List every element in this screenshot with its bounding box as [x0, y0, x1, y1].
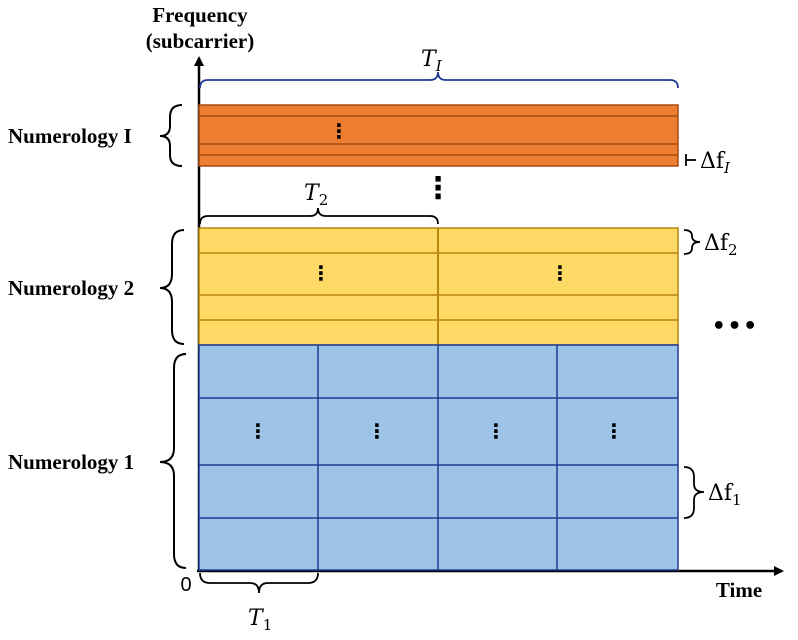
numerology-i-block: ⋮	[198, 104, 679, 167]
numerology-2-block: ⋮ ⋮	[198, 227, 679, 346]
numerology-1-vdots: ⋮	[367, 419, 387, 443]
more-numerologies-hdots: • • •	[712, 314, 755, 339]
t-1-brace	[199, 572, 319, 594]
y-axis-title-line2: (subcarrier)	[146, 29, 254, 53]
numerology-1-block: ⋮ ⋮ ⋮ ⋮	[198, 344, 679, 571]
delta-f-1-label: Δf1	[708, 481, 742, 509]
t-i-label: TI	[421, 47, 443, 75]
delta-f-1-brace	[683, 466, 705, 519]
delta-f-2-label: Δf2	[704, 231, 738, 259]
numerology-i-fill	[198, 104, 679, 167]
delta-f-i-label: ΔfI	[700, 149, 731, 177]
numerology-1-brace	[159, 353, 187, 569]
numerology-i-brace	[159, 104, 183, 167]
t-2-brace	[199, 207, 439, 225]
numerology-i-label: Numerology I	[8, 124, 132, 148]
x-axis-title: Time	[716, 578, 762, 602]
numerology-1-vdots: ⋮	[604, 419, 624, 443]
t-2-label: T2	[304, 181, 328, 209]
numerology-2-brace	[159, 229, 185, 345]
numerology-1-vdots: ⋮	[248, 419, 268, 443]
numerology-1-vdots: ⋮	[486, 419, 506, 443]
numerology-2-label: Numerology 2	[8, 276, 134, 300]
numerology-2-vdots: ⋮	[550, 261, 570, 285]
origin-label: 0	[180, 574, 191, 596]
numerology-2-vdots: ⋮	[311, 261, 331, 285]
numerology-1-label: Numerology 1	[8, 450, 134, 474]
y-axis-title-line1: Frequency	[152, 3, 248, 27]
delta-f-2-brace	[683, 229, 701, 255]
t-i-brace	[199, 71, 679, 89]
between-numerologies-vdots: ⋮	[423, 171, 453, 206]
numerology-i-vdots: ⋮	[329, 119, 349, 143]
t-1-label: T1	[248, 606, 272, 634]
